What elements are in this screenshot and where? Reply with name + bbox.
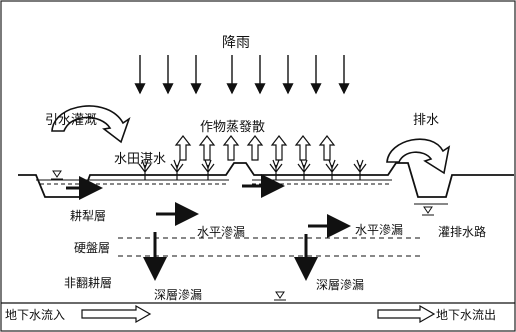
hardpan-layer-label: 硬盤層	[74, 241, 110, 255]
rice-plants	[139, 160, 366, 180]
drainage-channel-label: 灌排水路	[438, 224, 486, 239]
hardpan-boundaries	[118, 238, 420, 256]
deep-percolation-left-label: 深層滲漏	[154, 288, 202, 302]
surface-flow-arrows	[66, 186, 282, 188]
drainage-label: 排水	[413, 113, 439, 128]
crop-evaporation-label: 作物蒸發散	[200, 120, 265, 135]
deep-percolation-right-label: 深層滲漏	[316, 278, 364, 292]
lateral-seepage-arrows	[156, 214, 348, 226]
non-plow-layer-label: 非翻耕層	[64, 275, 112, 290]
groundwater-outflow-arrow	[378, 306, 434, 322]
evaporation-arrows	[176, 136, 334, 160]
groundwater-inflow-label: 地下水流入	[5, 308, 65, 322]
plow-layer-label: 耕犁層	[70, 208, 106, 223]
rain-arrows	[140, 55, 344, 93]
groundwater-outflow-label: 地下水流出	[436, 308, 496, 322]
lateral-seepage-right-label: 水平滲漏	[355, 223, 403, 237]
rain-label: 降雨	[222, 35, 250, 51]
lateral-seepage-left-label: 水平滲漏	[197, 225, 245, 239]
irrigation-inflow-label: 引水灌溉	[45, 113, 97, 128]
paddy-water-label: 水田湛水	[114, 152, 166, 167]
water-surface	[36, 180, 448, 204]
groundwater-inflow-arrow	[82, 306, 150, 322]
drainage-arrow	[387, 139, 449, 173]
